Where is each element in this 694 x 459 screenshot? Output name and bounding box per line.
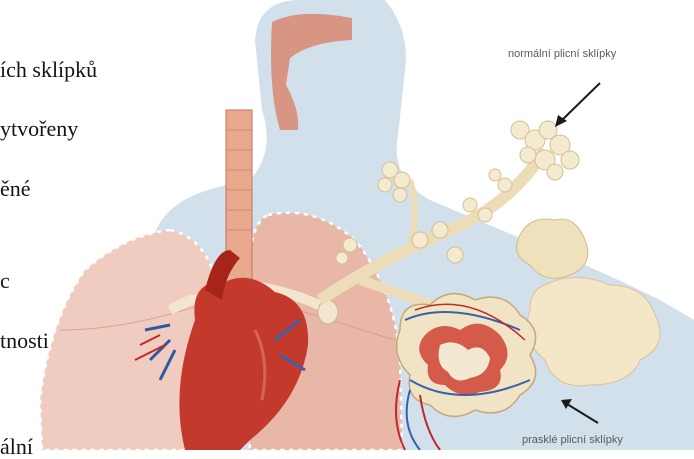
label-normal-alveoli: normální plicní sklípky (508, 48, 616, 60)
ruptured-alveoli (397, 294, 536, 417)
side-text-line-5: tnosti (0, 330, 49, 352)
side-text-line-1: ích sklípků (0, 59, 97, 81)
side-text-line-6: ální (0, 436, 33, 458)
side-text-line-4: c (0, 270, 10, 292)
side-text-line-3: ěné (0, 178, 31, 200)
label-ruptured-alveoli: prasklé plicní sklípky (522, 434, 623, 446)
side-text-line-2: ytvořeny (0, 118, 78, 140)
